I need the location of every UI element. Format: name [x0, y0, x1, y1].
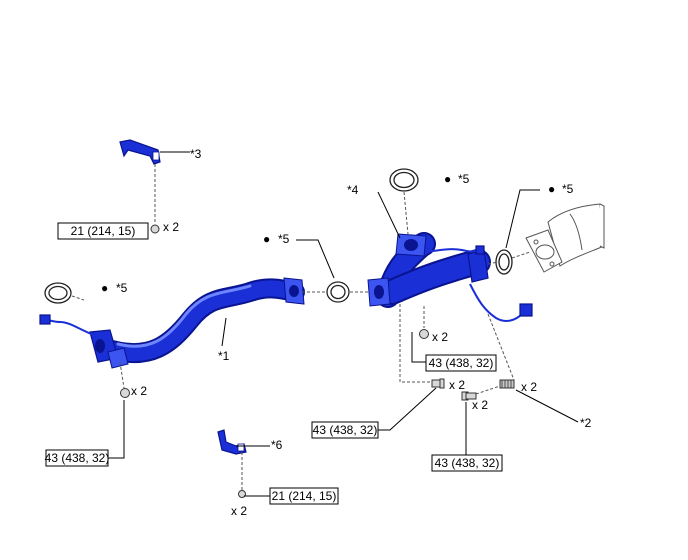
callout-part-5-top: *5	[458, 172, 470, 186]
qty-lower-bolt: x 2	[472, 398, 488, 412]
bolt-bracket6	[238, 490, 246, 498]
svg-text:21 (214, 15): 21 (214, 15)	[272, 489, 337, 503]
bolt-mid	[431, 378, 445, 389]
qty-stud: x 2	[521, 380, 537, 394]
callout-part-1: *1	[218, 349, 230, 363]
catalytic-converter	[525, 203, 605, 273]
leader-lines	[108, 151, 579, 497]
bolt-bracket3	[150, 224, 160, 234]
bolt-lower	[461, 391, 477, 401]
callout-part-4: *4	[347, 183, 359, 197]
qty-bracket3: x 2	[163, 220, 179, 234]
gasket-center	[326, 281, 350, 303]
alignment-lines	[71, 164, 531, 490]
callout-part-6: *6	[271, 438, 283, 452]
torque-box-bracket6: 21 (214, 15)	[269, 487, 339, 505]
torque-box-left-bolt: 43 (438, 32)	[45, 449, 110, 467]
bullet-5-center: ●	[263, 232, 270, 246]
exhaust-pipe-1	[39, 277, 305, 369]
torque-box-lower-bolt: 43 (438, 32)	[431, 454, 503, 472]
bullet-5-right: ●	[548, 182, 555, 196]
callout-part-2: *2	[580, 416, 592, 430]
qty-center-bolt: x 2	[432, 330, 448, 344]
gasket-right	[495, 249, 513, 275]
callout-part-3: *3	[190, 147, 202, 161]
bullet-5-top: ●	[444, 172, 451, 186]
callout-part-5-right: *5	[562, 182, 574, 196]
svg-text:43 (438, 32): 43 (438, 32)	[435, 456, 500, 470]
torque-box-bracket3: 21 (214, 15)	[57, 222, 149, 240]
bracket-6	[217, 429, 247, 455]
front-pipe-4	[367, 232, 533, 322]
callout-part-5-left: *5	[116, 281, 128, 295]
svg-text:43 (438, 32): 43 (438, 32)	[45, 451, 110, 465]
qty-mid-bolt: x 2	[449, 378, 465, 392]
svg-text:21 (214, 15): 21 (214, 15)	[71, 224, 136, 238]
bullet-5-left: ●	[101, 281, 108, 295]
gasket-left	[44, 282, 72, 304]
qty-bracket6: x 2	[231, 504, 247, 518]
bolt-left	[120, 388, 130, 398]
svg-text:43 (438, 32): 43 (438, 32)	[313, 423, 378, 437]
qty-left-bolt: x 2	[131, 384, 147, 398]
callout-part-5-center: *5	[278, 232, 290, 246]
gasket-top	[389, 168, 419, 192]
torque-box-center-bolt: 43 (438, 32)	[425, 354, 497, 372]
stud-2	[499, 379, 515, 389]
bracket-3	[119, 139, 161, 165]
torque-box-mid-bolt: 43 (438, 32)	[311, 421, 379, 439]
svg-text:43 (438, 32): 43 (438, 32)	[429, 356, 494, 370]
nut-center	[419, 329, 429, 339]
